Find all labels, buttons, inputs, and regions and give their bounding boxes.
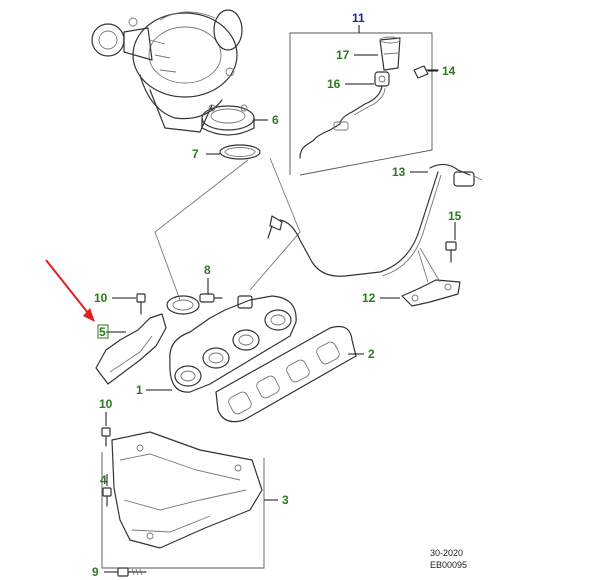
part-1-exhaust-manifold [166, 295, 297, 393]
callout-12: 12 [362, 291, 376, 305]
callout-13: 13 [392, 165, 406, 179]
part-12-bracket [401, 247, 461, 307]
highlight-arrow [45, 259, 95, 322]
part-7-gasket [219, 144, 261, 160]
part-15-bolt [445, 241, 457, 263]
part-10-bolt-upper [136, 293, 146, 315]
callout-1: 1 [136, 383, 143, 397]
callout-10-upper: 10 [94, 291, 108, 305]
callout-5: 5 [99, 325, 106, 339]
part-9-bolt [117, 567, 147, 577]
callout-14: 14 [442, 64, 456, 78]
callout-2: 2 [368, 347, 375, 361]
callout-5-highlight-box [97, 324, 109, 339]
callout-10-lower: 10 [99, 397, 113, 411]
part-13-sensor-harness [267, 163, 483, 277]
part-5-heat-shield-upper [95, 313, 167, 385]
callout-17: 17 [336, 48, 350, 62]
sensor-pipe [299, 85, 383, 159]
part-11-kit-frame [289, 32, 433, 176]
part-3-heat-shield-lower [111, 431, 263, 549]
part-6-flange [201, 104, 255, 136]
drawing-id: EB00095 [430, 560, 467, 570]
turbocharger-illustration [91, 9, 243, 133]
part-4-stud [102, 487, 112, 507]
callout-15: 15 [448, 209, 462, 223]
part-14-bolt [413, 65, 439, 79]
callout-6: 6 [272, 113, 279, 127]
callout-11: 11 [352, 11, 365, 25]
callout-16: 16 [327, 77, 341, 91]
callout-8: 8 [204, 263, 211, 277]
part-8-stud [199, 293, 223, 303]
section-reference: 30-2020 [430, 548, 463, 558]
part-3-assembly-frame [101, 452, 265, 569]
part-16-sensor-mount [374, 71, 390, 87]
callout-9: 9 [92, 565, 99, 579]
part-10-bolt-lower [101, 427, 111, 447]
callout-7: 7 [192, 147, 199, 161]
callout-4: 4 [100, 473, 107, 487]
part-17-sensor [379, 36, 401, 71]
callout-3: 3 [282, 493, 289, 507]
part-2-manifold-gasket [215, 325, 357, 423]
